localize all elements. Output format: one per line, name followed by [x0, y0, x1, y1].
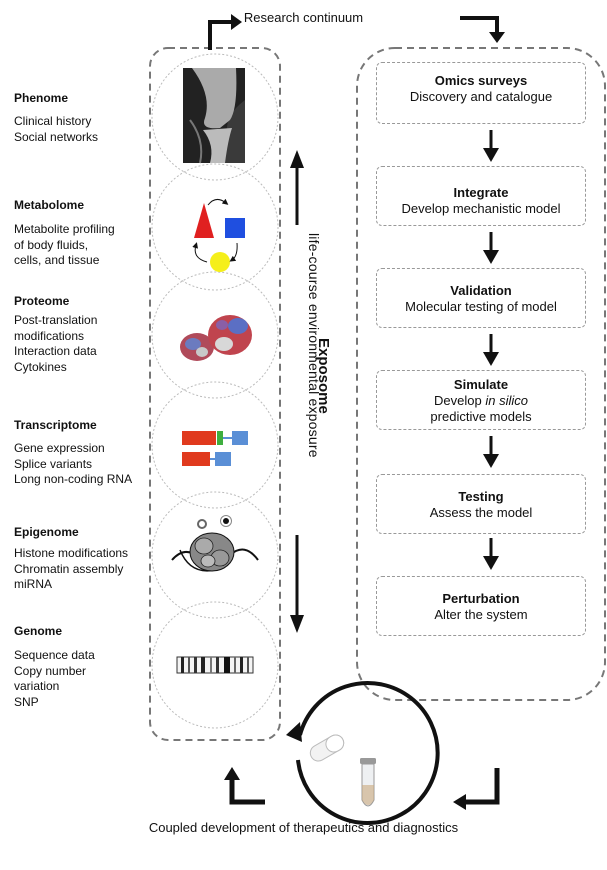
step-integrate: Integrate Develop mechanistic model: [376, 166, 586, 226]
omic-title-genome: Genome: [14, 624, 63, 638]
step-arrows: [483, 130, 499, 570]
omic-line: of body fluids,: [14, 237, 89, 252]
exposome-up-arrow: [290, 150, 304, 225]
chromosome-band-icon: [176, 656, 254, 674]
pill-icon: [309, 734, 345, 762]
step-desc: Alter the system: [434, 607, 528, 622]
omic-line: Gene expression: [14, 441, 105, 455]
omic-line: Chromatin assembly: [14, 561, 124, 576]
chromatin-icon: [171, 515, 259, 572]
layer-circles: [151, 53, 279, 729]
omic-line: Post-translation: [14, 313, 98, 327]
step-desc: Assess the model: [429, 505, 533, 520]
therapeutics-diagnostics-caption: Coupled development of therapeutics and …: [148, 820, 459, 835]
omic-desc-epigenome: Histone modifications Chromatin assembly…: [14, 546, 128, 593]
omic-line: Copy number: [14, 663, 87, 678]
step-testing: Testing Assess the model: [376, 474, 586, 534]
omic-title-metabolome: Metabolome: [14, 198, 85, 212]
in-silico-italic: in silico: [485, 393, 528, 408]
gene-exon-icon: [182, 431, 248, 466]
bottom-left-corner-arrow: [224, 767, 265, 805]
omic-line: Sequence data: [14, 648, 95, 662]
step-perturbation: Perturbation Alter the system: [376, 576, 586, 636]
exposome-down-arrow: [290, 535, 304, 633]
exposure-sublabel: life-course environmental exposure: [306, 233, 322, 458]
omic-line: miRNA: [14, 577, 52, 591]
step-title: Omics surveys: [434, 73, 528, 88]
omic-line: Histone modifications: [14, 546, 129, 560]
step-desc: Develop mechanistic model: [401, 201, 561, 216]
omic-desc-metabolome: Metabolite profiling of body fluids, cel…: [14, 222, 115, 269]
step-title: Testing: [458, 489, 504, 504]
omic-line: Clinical history: [14, 114, 92, 128]
top-right-corner-arrow: [460, 16, 505, 43]
bottom-right-corner-arrow: [453, 768, 500, 810]
test-tube-icon: [360, 758, 376, 807]
omic-line: variation: [14, 679, 60, 693]
step-validation: Validation Molecular testing of model: [376, 268, 586, 328]
omic-line: Cytokines: [14, 359, 67, 374]
omic-title-epigenome: Epigenome: [14, 525, 79, 539]
omic-desc-genome: Sequence data Copy number variation SNP: [14, 648, 95, 710]
step-arrow-2: [483, 232, 499, 264]
step-arrow-5: [483, 538, 499, 570]
step-simulate: Simulate Develop in silico predictive mo…: [376, 370, 586, 430]
omic-line: Social networks: [14, 129, 99, 144]
steps-container: [356, 47, 606, 701]
top-left-corner-arrow: [208, 14, 242, 50]
therapeutics-cycle: [286, 681, 440, 825]
metabolite-cycle-icon: [192, 198, 245, 272]
omic-title-transcriptome: Transcriptome: [14, 418, 97, 432]
omic-desc-phenome: Clinical history Social networks: [14, 114, 98, 145]
step-desc: Molecular testing of model: [405, 299, 557, 314]
omic-line: SNP: [14, 694, 39, 709]
research-continuum-title: Research continuum: [243, 10, 364, 25]
omic-desc-transcriptome: Gene expression Splice variants Long non…: [14, 441, 132, 488]
omic-desc-proteome: Post-translation modifications Interacti…: [14, 313, 97, 375]
step-title: Validation: [450, 283, 512, 298]
step-title: Integrate: [453, 185, 509, 200]
knee-xray-icon: [183, 68, 245, 164]
omic-title-proteome: Proteome: [14, 294, 70, 308]
omic-line: Long non-coding RNA: [14, 472, 133, 486]
protein-structure-icon: [180, 315, 252, 361]
omic-line: Metabolite profiling: [14, 222, 115, 236]
step-title: Perturbation: [442, 591, 520, 606]
step-desc: Develop in silico: [377, 393, 585, 409]
step-arrow-1: [483, 130, 499, 162]
omic-title-phenome: Phenome: [14, 91, 69, 105]
omic-line: modifications: [14, 328, 85, 343]
omic-line: Splice variants: [14, 456, 93, 471]
step-title: Simulate: [453, 377, 509, 392]
step-desc-line: Develop in silico: [434, 393, 528, 408]
omic-line: Interaction data: [14, 344, 97, 358]
step-desc-2: predictive models: [430, 409, 532, 424]
step-arrow-4: [483, 436, 499, 468]
step-desc: Discovery and catalogue: [409, 89, 553, 104]
omics-container: [149, 47, 281, 741]
step-arrow-3: [483, 334, 499, 366]
step-omics-surveys: Omics surveys Discovery and catalogue: [376, 62, 586, 124]
omic-line: cells, and tissue: [14, 253, 100, 267]
